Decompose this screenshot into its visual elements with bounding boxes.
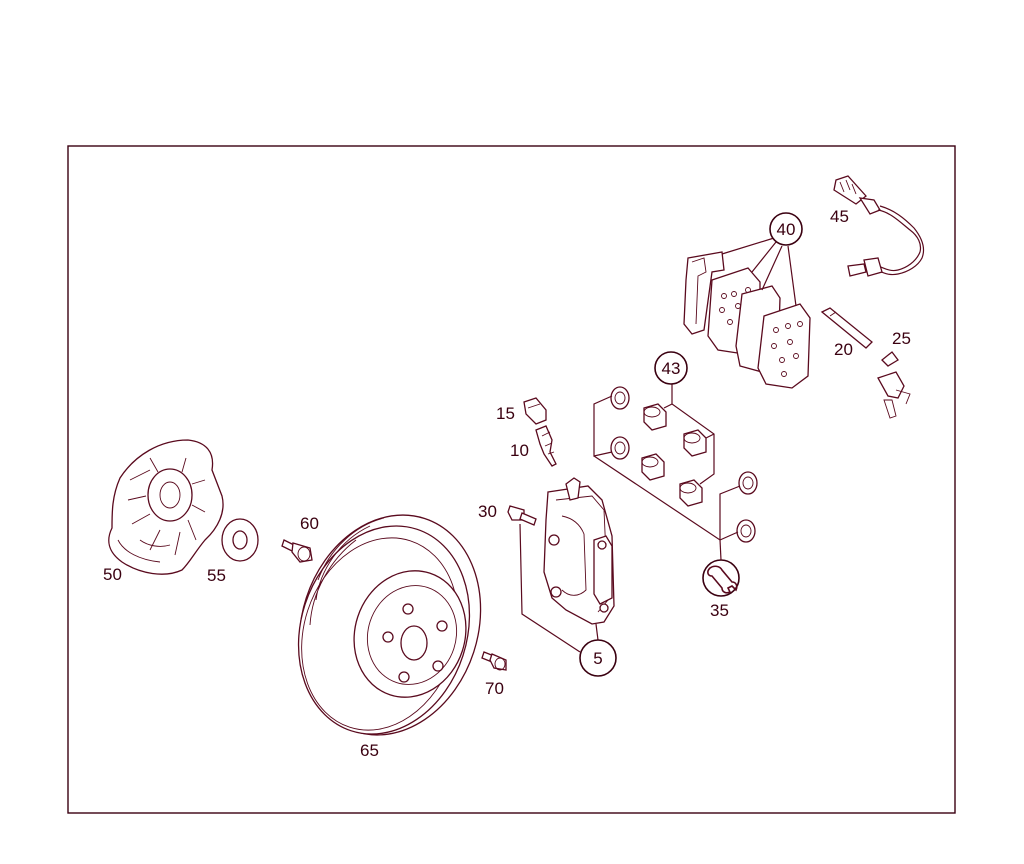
seal-kit[interactable] [610,386,758,543]
part-number-55: 55 [207,566,226,585]
bolt-70[interactable] [481,651,507,671]
piston-seal [641,453,665,481]
spring-clip[interactable] [877,351,911,419]
part-number-50: 50 [103,565,122,584]
bolt-60[interactable] [281,539,313,563]
brake-pads[interactable] [683,251,811,389]
part-number-35: 35 [710,601,729,620]
part-number-25: 25 [892,329,911,348]
part-number-65: 65 [360,741,379,760]
part-number-40: 40 [777,220,796,239]
piston-seal [679,479,703,507]
piston-seal [643,403,667,431]
part-number-45: 45 [830,207,849,226]
bleeder-screw[interactable] [535,425,557,467]
part-number-70: 70 [485,679,504,698]
wear-sensor[interactable] [833,175,925,277]
piston-seal [683,429,707,457]
part-number-43: 43 [662,359,681,378]
guide-pin[interactable] [820,307,873,349]
part-number-30: 30 [478,502,497,521]
callout-5: 5 [579,639,617,677]
wrench-icon [702,559,740,597]
part-number-5: 5 [593,649,602,668]
callout-43: 43 [654,351,688,385]
caliper-bolt[interactable] [507,505,537,526]
part-number-15: 15 [496,404,515,423]
callout-40: 40 [769,212,803,246]
brake-disc[interactable] [272,491,509,758]
splash-shield[interactable] [108,439,224,575]
part-number-20: 20 [834,340,853,359]
brake-caliper[interactable] [543,477,615,625]
washer[interactable] [221,518,259,562]
diagram-frame [67,145,956,814]
part-number-10: 10 [510,441,529,460]
bleeder-cap[interactable] [523,397,547,425]
part-number-60: 60 [300,514,319,533]
leader-lines [519,237,797,653]
